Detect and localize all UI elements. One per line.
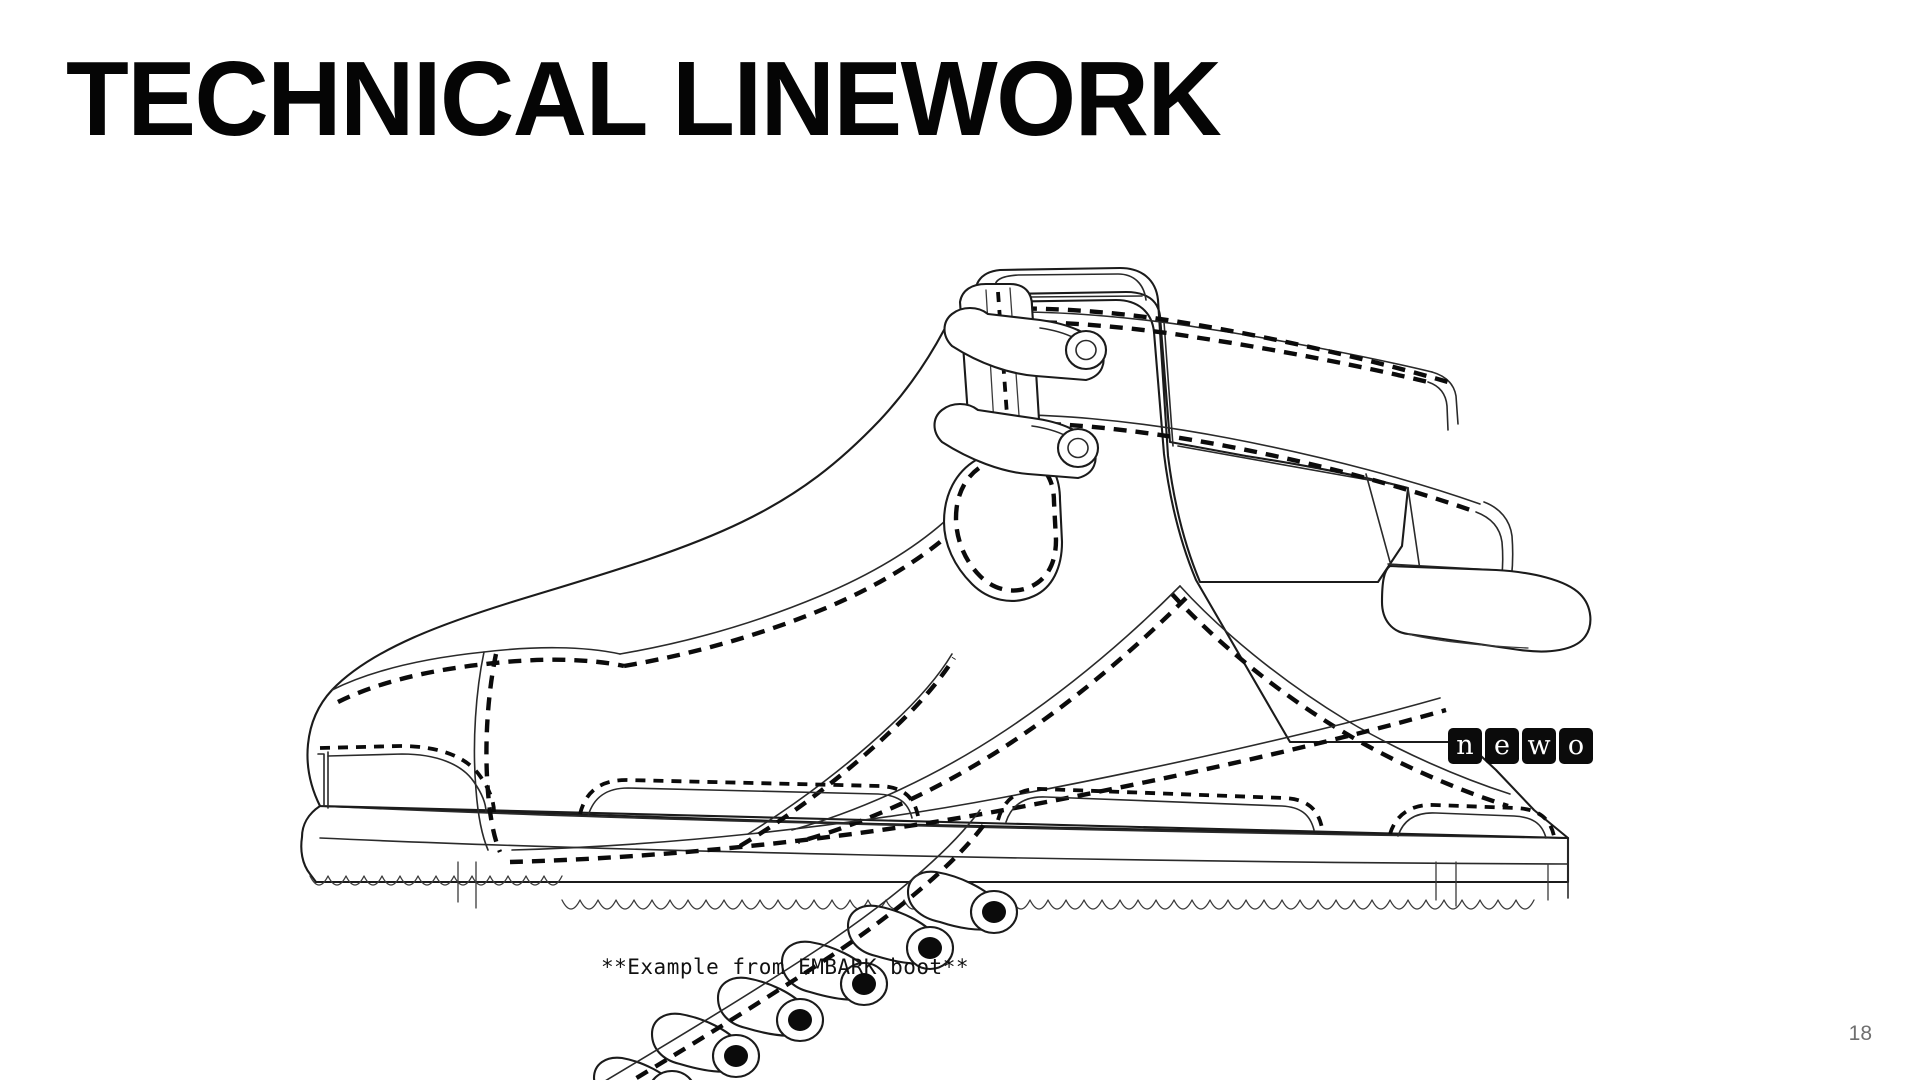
brand-letter-tile: w: [1522, 728, 1556, 764]
illustration-caption: **Example from EMBARK boot**: [0, 955, 1920, 979]
eyelet: [969, 889, 1019, 935]
lacing-group: [592, 870, 1019, 1080]
eyelet: [775, 997, 825, 1043]
eyelets: [651, 889, 1019, 1080]
midsole-band-group: [319, 805, 1569, 839]
eyelet: [711, 1033, 761, 1079]
brand-logo-newo: n e w o: [1448, 728, 1593, 764]
toe-notch-detail: [317, 744, 496, 813]
brand-letter-tile: e: [1485, 728, 1519, 764]
heel-pull-tab: [1380, 564, 1592, 653]
caption-text: **Example from EMBARK boot**: [600, 955, 969, 979]
brand-letter-tile: n: [1448, 728, 1482, 764]
page-title: TECHNICAL LINEWORK: [66, 40, 1222, 158]
quarter-panel-seams: [509, 585, 1511, 865]
boot-upper-silhouette: [306, 298, 1570, 840]
lace-hook-lower: [933, 402, 1100, 480]
sole-side-tabs: [578, 778, 1556, 839]
eyelet: [905, 925, 955, 971]
boot-technical-illustration: [280, 250, 1610, 1080]
brand-letter-tile: o: [1559, 728, 1593, 764]
lace-hook-upper: [943, 306, 1108, 382]
boot-line-drawing-svg: [300, 266, 1592, 1080]
page-number: 18: [1848, 1022, 1872, 1045]
eyelet: [651, 1069, 693, 1080]
eyelet: [839, 961, 889, 1007]
lace-hardware-group: [933, 282, 1108, 480]
toe-cap-group: [331, 521, 954, 853]
throat-stitch-group: [605, 809, 988, 1080]
